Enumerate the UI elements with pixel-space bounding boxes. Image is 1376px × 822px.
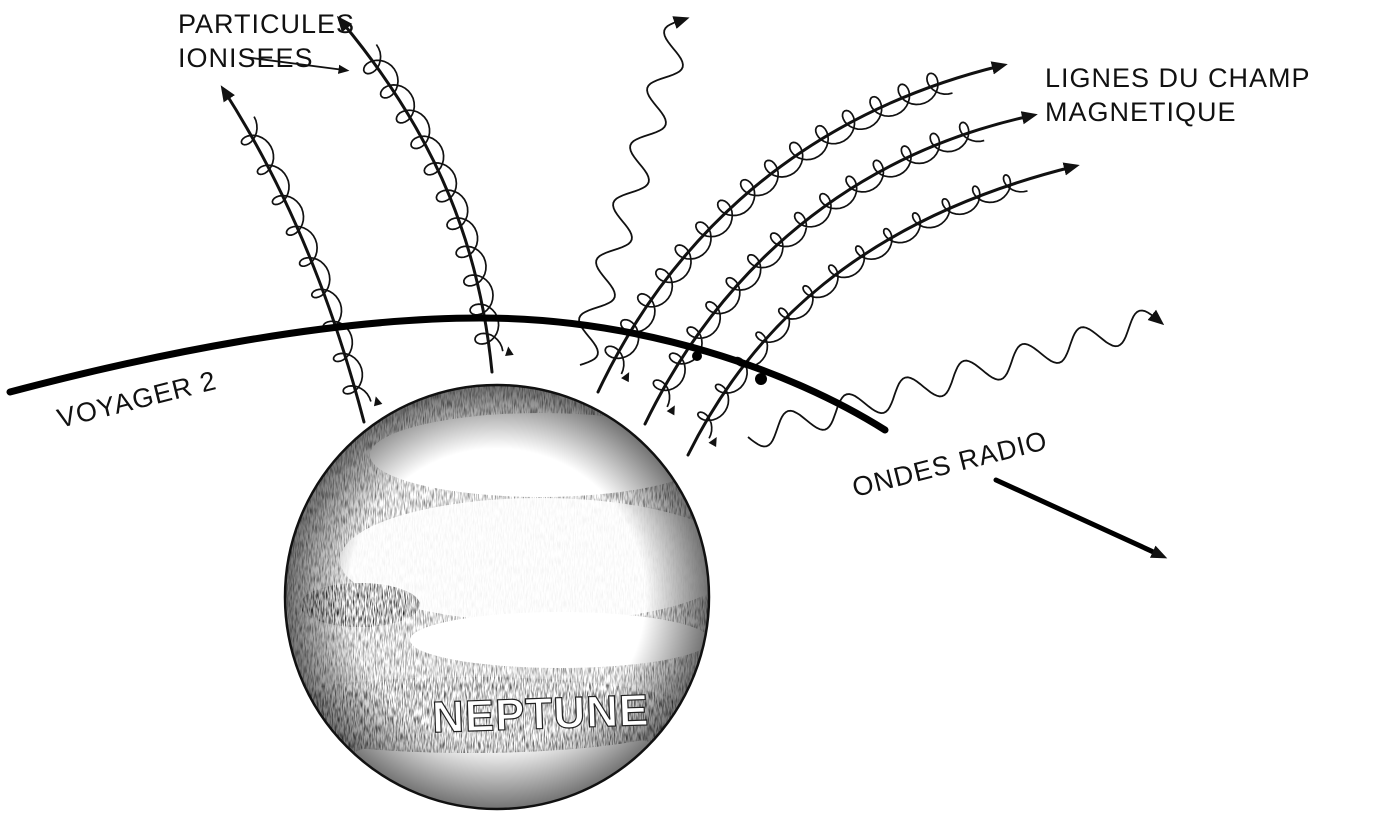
crossing-point-2 [755, 373, 767, 385]
particles-label-line-1: PARTICULES [178, 9, 355, 39]
particle-spiral-4 [653, 122, 984, 407]
field-line-3 [598, 66, 1000, 392]
radio-wave-1 [579, 20, 683, 365]
field-lines-label: LIGNES DU CHAMP MAGNETIQUE [1045, 63, 1319, 127]
field-line-4 [645, 116, 1030, 424]
particle-spiral-1 [241, 117, 371, 402]
crossing-point-1 [692, 351, 702, 361]
particle-direction-arrow-1 [374, 396, 382, 406]
particles-label: PARTICULES IONISEES [178, 9, 364, 73]
particle-spiral-5 [698, 175, 1028, 438]
particle-direction-arrow-2 [505, 346, 514, 355]
field-line-1 [225, 92, 364, 422]
field-line-5 [688, 167, 1072, 455]
field-lines-label-line-2: MAGNETIQUE [1045, 97, 1237, 127]
radio-wave-2 [748, 311, 1158, 447]
field-lines-label-line-1: LIGNES DU CHAMP [1045, 63, 1310, 93]
ionised-particle-spirals [241, 45, 1027, 447]
radio-direction-arrow [996, 480, 1160, 555]
neptune-planet [240, 380, 740, 822]
particles-label-line-2: IONISEES [178, 43, 314, 73]
particle-spiral-3 [605, 73, 952, 374]
planet-label: NEPTUNE [431, 686, 650, 743]
